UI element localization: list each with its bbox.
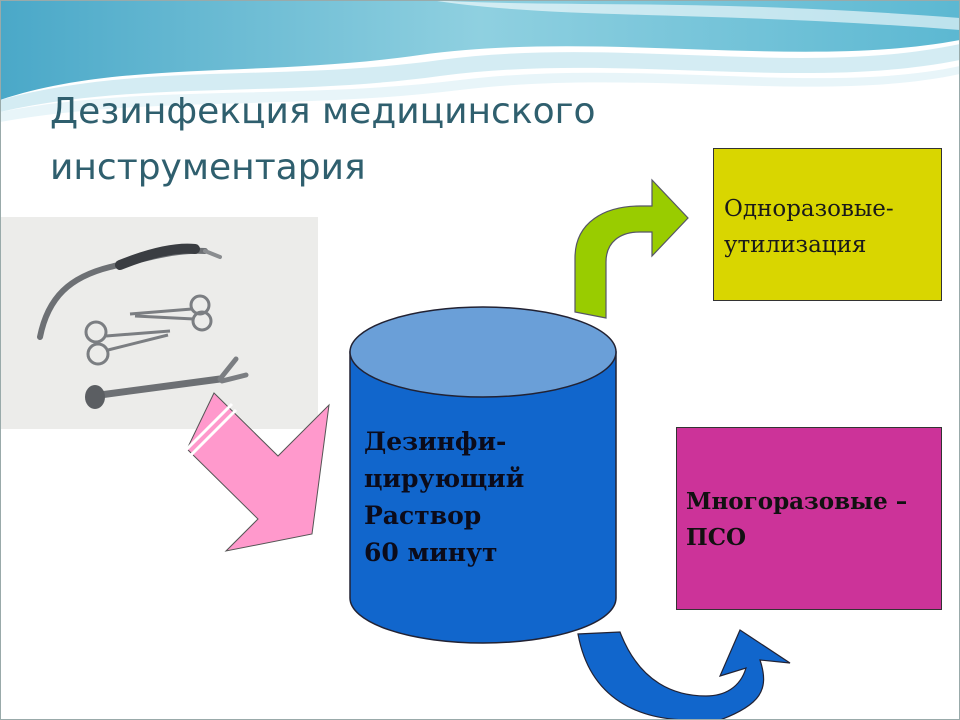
title-line-1: Дезинфекция медицинского xyxy=(50,91,596,132)
arrow-up-right-icon xyxy=(574,178,689,319)
disposable-label: Одноразовые- утилизация xyxy=(724,191,894,263)
cylinder-shape xyxy=(349,306,617,644)
disposable-box: Одноразовые- утилизация xyxy=(713,148,942,301)
reusable-line-2: ПСО xyxy=(686,524,747,551)
cylinder-line-4: 60 минут xyxy=(364,538,498,567)
arrow-right-icon xyxy=(186,392,330,552)
reusable-label: Многоразовые – ПСО xyxy=(686,484,907,556)
instruments-photo xyxy=(0,217,318,429)
cylinder-line-2: цирующий xyxy=(364,464,525,493)
header-waves xyxy=(0,0,960,122)
reusable-line-1: Многоразовые – xyxy=(686,488,908,515)
slide-title: Дезинфекция медицинского инструментария xyxy=(50,84,690,196)
cylinder-line-3: Раствор xyxy=(364,501,482,530)
reusable-box: Многоразовые – ПСО xyxy=(676,427,942,610)
cylinder-label: Дезинфи- цирующий Раствор 60 минут xyxy=(364,423,584,571)
title-line-2: инструментария xyxy=(50,147,366,188)
arrow-curve-icon xyxy=(577,629,791,720)
disposable-line-1: Одноразовые- xyxy=(724,196,894,222)
cylinder-line-1: Дезинфи- xyxy=(364,427,507,456)
disposable-line-2: утилизация xyxy=(724,232,867,258)
